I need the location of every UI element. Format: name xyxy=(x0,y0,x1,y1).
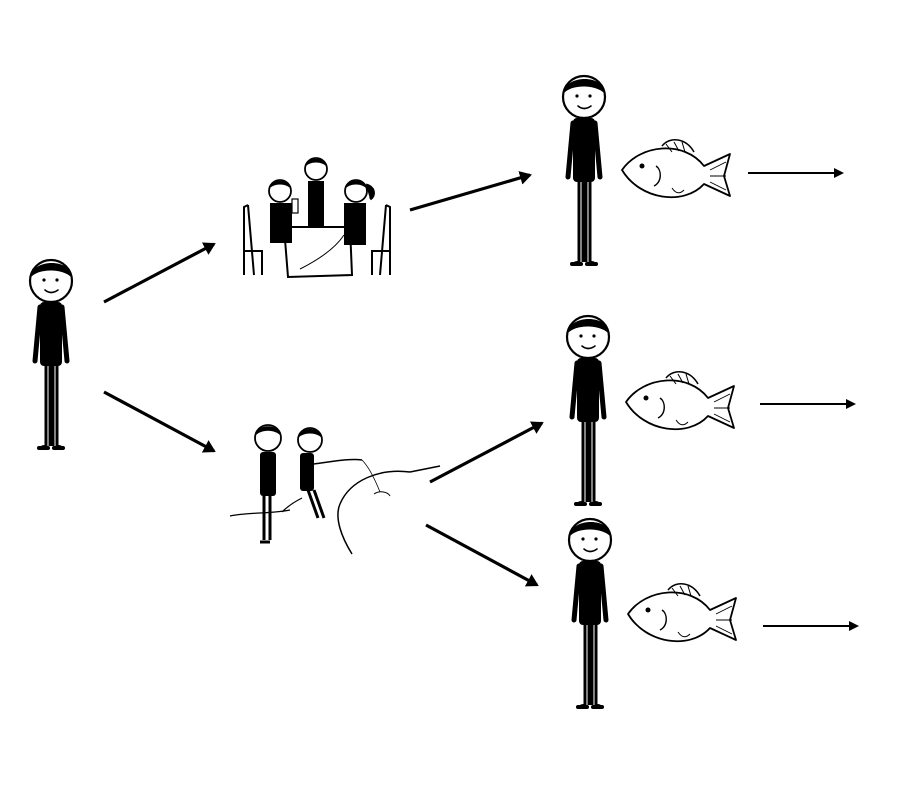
person-middle xyxy=(567,316,609,506)
restaurant-scene xyxy=(243,157,391,279)
fishing-scene xyxy=(229,424,441,555)
person-start xyxy=(30,260,72,450)
person-bottom xyxy=(569,519,611,709)
arrow-start-to-restaurant xyxy=(103,242,216,304)
fish-bottom xyxy=(627,582,737,643)
arrow-start-to-fishing xyxy=(103,390,216,453)
arrow-fishing-to-person-bottom xyxy=(425,523,539,587)
arrow-fishing-to-person-middle xyxy=(429,421,544,484)
person-top xyxy=(563,76,605,266)
fish-top xyxy=(621,138,731,199)
arrow-restaurant-to-person-top xyxy=(409,171,532,212)
fish-middle xyxy=(625,370,735,431)
